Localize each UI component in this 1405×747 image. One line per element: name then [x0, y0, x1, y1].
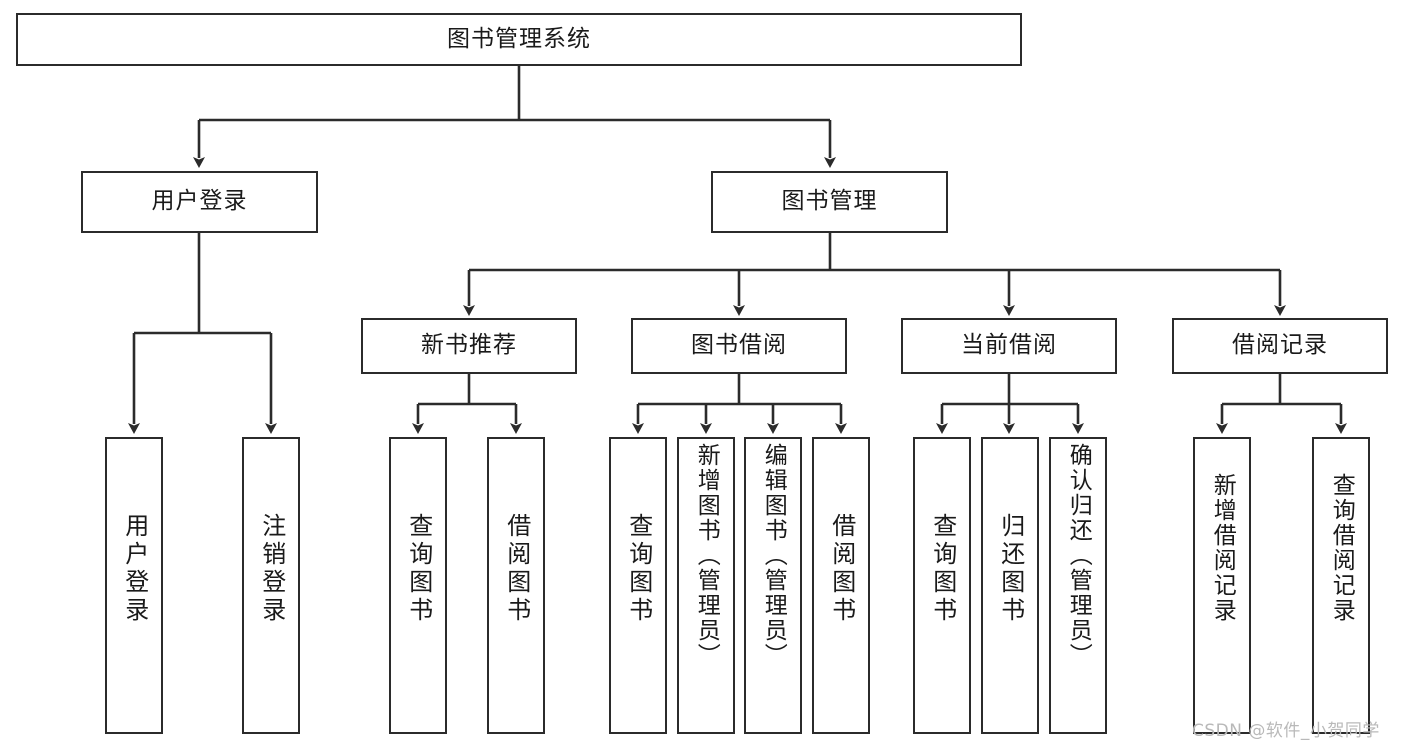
leaf-query-book-2[interactable]: 查询图书 — [609, 437, 667, 734]
node-book-borrow[interactable]: 图书借阅 — [631, 318, 847, 374]
node-label: 图书管理系统 — [447, 25, 591, 52]
node-label: 查询借阅记录 — [1328, 473, 1355, 623]
leaf-return-book[interactable]: 归还图书 — [981, 437, 1039, 734]
node-current-borrow[interactable]: 当前借阅 — [901, 318, 1117, 374]
node-label: 新增图书（管理员） — [693, 443, 720, 668]
node-label: 查询图书 — [624, 513, 653, 625]
csdn-watermark: CSDN @软件_小贺同学 — [1192, 721, 1380, 741]
leaf-user-logout[interactable]: 注销登录 — [242, 437, 300, 734]
node-label: 借阅记录 — [1232, 332, 1328, 359]
leaf-borrow-book-2[interactable]: 借阅图书 — [812, 437, 870, 734]
node-label: 用户登录 — [120, 513, 149, 625]
node-label: 用户登录 — [151, 188, 248, 215]
node-label: 当前借阅 — [961, 332, 1057, 359]
leaf-borrow-book-1[interactable]: 借阅图书 — [487, 437, 545, 734]
node-label: 查询图书 — [928, 513, 957, 625]
node-label: 借阅图书 — [502, 513, 531, 625]
leaf-add-record[interactable]: 新增借阅记录 — [1193, 437, 1251, 734]
node-borrow-record[interactable]: 借阅记录 — [1172, 318, 1388, 374]
node-root-system[interactable]: 图书管理系统 — [16, 13, 1022, 66]
leaf-user-login[interactable]: 用户登录 — [105, 437, 163, 734]
node-new-book-rec[interactable]: 新书推荐 — [361, 318, 577, 374]
node-book-manage[interactable]: 图书管理 — [711, 171, 948, 233]
node-label: 借阅图书 — [827, 513, 856, 625]
node-user-login[interactable]: 用户登录 — [81, 171, 318, 233]
node-label: 确认归还（管理员） — [1065, 443, 1092, 668]
leaf-edit-book[interactable]: 编辑图书（管理员） — [744, 437, 802, 734]
node-label: 查询图书 — [404, 513, 433, 625]
node-label: 注销登录 — [257, 513, 286, 625]
leaf-query-book-1[interactable]: 查询图书 — [389, 437, 447, 734]
node-label: 图书管理 — [781, 188, 878, 215]
node-label: 新书推荐 — [421, 332, 517, 359]
node-label: 归还图书 — [996, 513, 1025, 625]
node-label: 编辑图书（管理员） — [760, 443, 787, 668]
leaf-query-book-3[interactable]: 查询图书 — [913, 437, 971, 734]
node-label: 新增借阅记录 — [1209, 473, 1236, 623]
leaf-confirm-return[interactable]: 确认归还（管理员） — [1049, 437, 1107, 734]
leaf-query-record[interactable]: 查询借阅记录 — [1312, 437, 1370, 734]
leaf-add-book[interactable]: 新增图书（管理员） — [677, 437, 735, 734]
node-label: 图书借阅 — [691, 332, 787, 359]
